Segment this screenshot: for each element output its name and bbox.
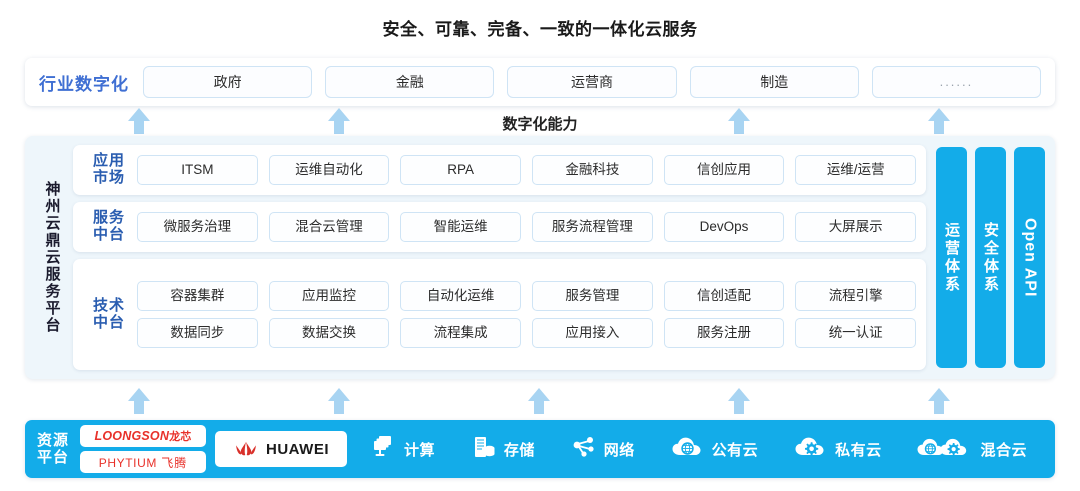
resource-item-label: 公有云 (711, 441, 759, 459)
capability-cell[interactable]: 服务管理 (532, 281, 653, 311)
industry-digitalization-band: 行业数字化 政府金融运营商制造...... (25, 58, 1055, 106)
capability-cell[interactable]: 运维自动化 (268, 155, 390, 185)
capability-cell[interactable]: 服务流程管理 (532, 212, 653, 242)
huawei-flower-icon (236, 441, 256, 456)
capability-cell[interactable]: 信创适配 (663, 281, 785, 311)
tier-row: 容器集群应用监控自动化运维服务管理信创适配流程引擎 (137, 281, 917, 311)
tier-label-app-market: 应用市场 (92, 152, 125, 186)
capability-cell[interactable]: 混合云管理 (268, 212, 390, 242)
tier-rows-tech-platform: 容器集群应用监控自动化运维服务管理信创适配流程引擎数据同步数据交换流程集成应用接… (137, 281, 917, 348)
capability-cell[interactable]: 自动化运维 (400, 281, 522, 311)
vertical-bar-2[interactable]: Open API (1014, 147, 1045, 368)
industry-items: 政府金融运营商制造...... (143, 66, 1042, 98)
resource-item-label: 网络 (603, 441, 635, 459)
capability-cell[interactable]: 数据同步 (137, 318, 258, 348)
flow-arrow-icon (128, 108, 150, 134)
platform-side-label: 神州云鼎云服务平台 (43, 181, 61, 334)
tier-rows-service-platform: 微服务治理混合云管理智能运维服务流程管理 DevOps 大屏展示 (137, 212, 917, 242)
resource-platform-bar: 资源平台 LOONGSON龙芯 PHYTIUM 飞腾 HUAWEI 计算 存储 网络… (25, 420, 1055, 478)
vertical-bars: 运营体系安全体系 Open API (936, 145, 1045, 370)
capability-cell[interactable]: ITSM (137, 155, 258, 185)
tier-row: 数据同步数据交换流程集成应用接入服务注册统一认证 (137, 318, 917, 348)
public-cloud-icon (671, 435, 705, 464)
industry-item-4[interactable]: ...... (871, 66, 1042, 98)
resource-item-2[interactable]: 网络 (571, 434, 635, 465)
hybrid-cloud-icon (917, 435, 973, 464)
tier-service-platform: 服务中台微服务治理混合云管理智能运维服务流程管理 DevOps 大屏展示 (73, 202, 926, 252)
resource-item-5[interactable]: 混合云 (917, 435, 1027, 464)
resource-items: 计算 存储 网络 公有云 私有云 混合云 (353, 434, 1045, 465)
capability-cell[interactable]: 流程引擎 (795, 281, 917, 311)
industry-item-3[interactable]: 制造 (689, 66, 859, 98)
resource-item-label: 计算 (403, 441, 435, 459)
capability-cell[interactable]: 应用接入 (532, 318, 653, 348)
industry-item-2[interactable]: 运营商 (507, 66, 677, 98)
resource-label: 资源平台 (37, 431, 70, 466)
capability-cell[interactable]: 大屏展示 (795, 212, 917, 242)
resource-item-3[interactable]: 公有云 (671, 435, 759, 464)
resource-item-label: 私有云 (835, 441, 882, 459)
capability-cell[interactable]: 智能运维 (400, 212, 522, 242)
capability-cell[interactable]: DevOps (663, 212, 785, 242)
loongson-logo: LOONGSON龙芯 (80, 425, 207, 447)
flow-arrow-icon (928, 388, 950, 414)
resource-item-label: 混合云 (980, 441, 1027, 459)
phytium-logo-text: PHYTIUM 飞腾 (98, 455, 188, 470)
capability-cell[interactable]: 信创应用 (663, 155, 785, 185)
flow-arrow-icon (928, 108, 950, 134)
capability-cell[interactable]: RPA (400, 155, 522, 185)
vertical-bar-1[interactable]: 安全体系 (975, 147, 1006, 368)
resource-item-label: 存储 (503, 441, 535, 459)
flow-arrow-icon (728, 108, 750, 134)
resource-item-0[interactable]: 计算 (371, 434, 435, 465)
resource-item-4[interactable]: 私有云 (794, 435, 882, 464)
capability-cell[interactable]: 数据交换 (268, 318, 390, 348)
resource-item-1[interactable]: 存储 (471, 434, 535, 465)
capability-cell[interactable]: 金融科技 (532, 155, 653, 185)
capability-cell[interactable]: 流程集成 (400, 318, 522, 348)
industry-label: 行业数字化 (39, 74, 129, 94)
tier-row: ITSM 运维自动化 RPA 金融科技信创应用运维/运营 (137, 155, 917, 185)
cloud-service-platform: 神州云鼎云服务平台 应用市场 ITSM 运维自动化 RPA 金融科技信创应用运维/运营服… (25, 136, 1055, 379)
tier-tech-platform: 技术中台容器集群应用监控自动化运维服务管理信创适配流程引擎数据同步数据交换流程集… (73, 259, 926, 370)
flow-arrow-icon (128, 388, 150, 414)
domestic-chip-logos: LOONGSON龙芯 PHYTIUM 飞腾 (80, 425, 207, 473)
huawei-logo: HUAWEI (215, 431, 348, 467)
loongson-logo-text: LOONGSON龙芯 (94, 429, 192, 443)
capability-cell[interactable]: 服务注册 (663, 318, 785, 348)
capability-label: 数字化能力 (502, 116, 578, 133)
private-cloud-icon (794, 435, 828, 464)
capability-cell[interactable]: 应用监控 (268, 281, 390, 311)
industry-item-1[interactable]: 金融 (325, 66, 495, 98)
vertical-bar-0[interactable]: 运营体系 (936, 147, 967, 368)
storage-icon (471, 434, 497, 465)
page-title: 安全、可靠、完备、一致的一体化云服务 (382, 20, 698, 39)
flow-arrow-icon (328, 108, 350, 134)
industry-item-0[interactable]: 政府 (143, 66, 313, 98)
flow-arrow-icon (528, 388, 550, 414)
huawei-logo-text: HUAWEI (266, 440, 330, 458)
capability-cell[interactable]: 微服务治理 (137, 212, 258, 242)
capability-cell[interactable]: 统一认证 (795, 318, 917, 348)
capability-cell[interactable]: 运维/运营 (795, 155, 917, 185)
network-icon (571, 434, 597, 465)
tier-rows-app-market: ITSM 运维自动化 RPA 金融科技信创应用运维/运营 (137, 155, 917, 185)
tier-label-service-platform: 服务中台 (92, 209, 125, 243)
tier-app-market: 应用市场 ITSM 运维自动化 RPA 金融科技信创应用运维/运营 (73, 145, 926, 195)
flow-arrow-icon (328, 388, 350, 414)
flow-arrow-icon (728, 388, 750, 414)
platform-tiers: 应用市场 ITSM 运维自动化 RPA 金融科技信创应用运维/运营服务中台微服务治理混合… (73, 145, 926, 370)
phytium-logo: PHYTIUM 飞腾 (80, 451, 207, 473)
capability-cell[interactable]: 容器集群 (137, 281, 258, 311)
tier-row: 微服务治理混合云管理智能运维服务流程管理 DevOps 大屏展示 (137, 212, 917, 242)
tier-label-tech-platform: 技术中台 (92, 296, 125, 331)
compute-icon (371, 434, 397, 465)
